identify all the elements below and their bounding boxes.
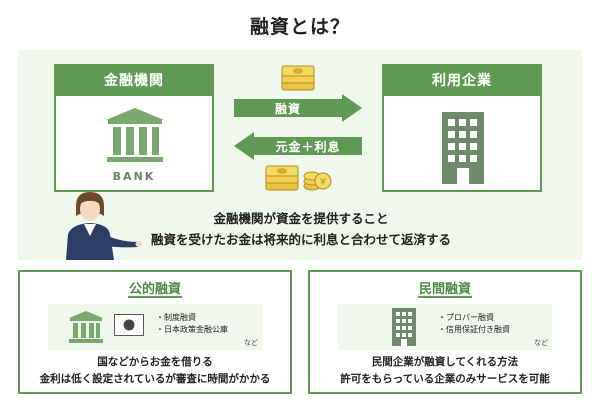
loan-arrow [234,94,362,122]
list-item: ・プロパー融資 [438,313,494,322]
private-loan-title: 民間融資 [418,282,471,297]
building-icon [392,308,416,346]
explanation-line-2: 融資を受けたお金は将来的に利息と合わせて返済する [150,232,451,247]
explanation-line-1: 金融機関が資金を提供すること [213,211,389,226]
private-loan-list: ・プロパー融資 ・信用保証付き融資 [438,312,510,336]
explanation: 金融機関が資金を提供すること 融資を受けたお金は将来的に利息と合わせて返済する [136,208,466,250]
private-loan-inner: ・プロパー融資 ・信用保証付き融資 など [338,304,552,350]
bank-header: 金融機関 [56,66,212,96]
main-panel: 金融機関 BANK 利用企業 [18,50,582,260]
bank-label: BANK [112,170,156,183]
private-loan-box: 民間融資 ・プロパー融資 ・信用保証付き融資 など 民間企業が融資してくれる方法… [308,270,582,394]
building-icon [442,112,484,184]
private-loan-desc-2: 許可をもらっている企業のみサービスを可能 [340,373,550,385]
list-item: ・日本政策金融公庫 [156,325,228,334]
bank-icon [69,311,103,343]
public-loan-desc-1: 国などからお金を借りる [97,356,213,368]
svg-text:¥: ¥ [320,178,326,188]
money-icon [281,65,315,91]
list-item: ・信用保証付き融資 [438,325,510,334]
private-loan-description: 民間企業が融資してくれる方法 許可をもらっている企業のみサービスを可能 [310,354,580,388]
private-loan-etc: など [534,339,548,347]
loan-label: 融資 [274,102,301,116]
public-loan-inner: ・制度融資 ・日本政策金融公庫 など [48,304,262,350]
public-loan-title: 公的融資 [128,282,181,297]
repay-arrow [234,132,362,160]
corporate-header: 利用企業 [384,66,540,96]
money-icon [265,165,299,191]
public-loan-etc: など [244,339,258,347]
page-title: 融資とは？ [249,16,350,38]
corporate-box: 利用企業 [382,64,542,192]
private-loan-title-underline [418,296,472,298]
public-loan-desc-2: 金利は低く設定されているが審査に時間がかかる [39,373,271,385]
public-loan-description: 国などからお金を借りる 金利は低く設定されているが審査に時間がかかる [20,354,290,388]
bank-icon [106,108,164,162]
list-item: ・制度融資 [156,313,196,322]
public-loan-box: 公的融資 ・制度融資 ・日本政策金融公庫 など 国などからお金を借りる 金利は低… [18,270,292,394]
person-icon [66,192,142,260]
public-loan-title-underline [128,296,182,298]
private-loan-desc-1: 民間企業が融資してくれる方法 [371,356,519,368]
public-loan-list: ・制度融資 ・日本政策金融公庫 [156,312,228,336]
coin-icon: ¥ [303,171,332,191]
repay-label: 元金＋利息 [275,140,341,154]
flag-icon [114,314,144,336]
bank-box: 金融機関 BANK [54,64,214,192]
